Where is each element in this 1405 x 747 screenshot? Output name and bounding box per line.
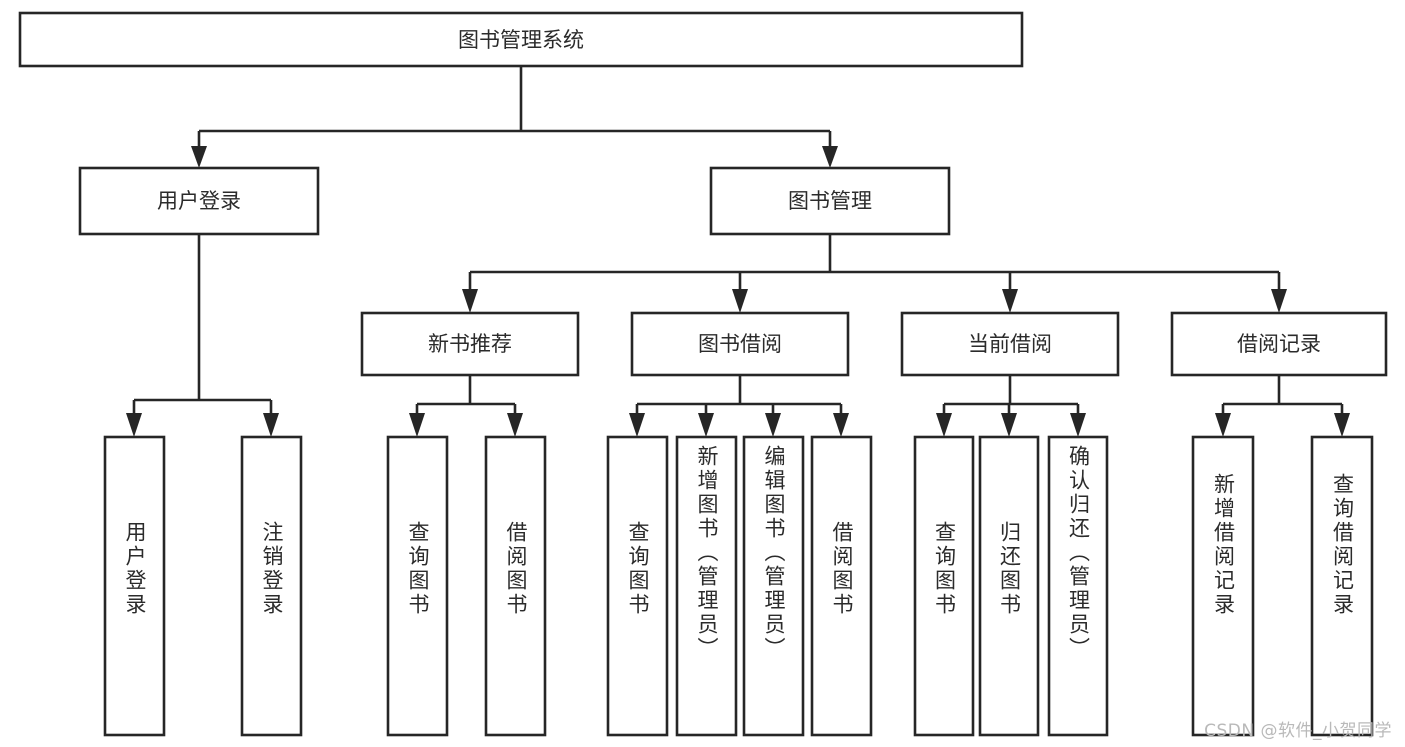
leaf-box-4[interactable] [484, 435, 547, 737]
arrowhead-login [191, 146, 207, 168]
arrowhead-leaf-11 [1070, 413, 1086, 437]
node-login-box[interactable] [78, 166, 320, 236]
leaf-boxes [103, 435, 1374, 737]
leaf-box-11[interactable] [1047, 435, 1109, 737]
node-borrow-box[interactable] [630, 311, 850, 377]
node-current-label: 当前借阅 [968, 332, 1052, 356]
node-borrow[interactable]: 图书借阅 [630, 311, 850, 377]
node-root-label: 图书管理系统 [458, 28, 584, 52]
leaf-box-1[interactable] [103, 435, 166, 737]
arrowhead-leaf-7 [765, 413, 781, 437]
node-newbook[interactable]: 新书推荐 [360, 311, 580, 377]
node-bookmgr[interactable]: 图书管理 [709, 166, 951, 236]
node-login[interactable]: 用户登录 [78, 166, 320, 236]
arrowhead-leaf-1 [126, 413, 142, 437]
arrowhead-leaf-8 [833, 413, 849, 437]
arrowhead-leaf-9 [936, 413, 952, 437]
node-root[interactable]: 图书管理系统 [18, 11, 1024, 68]
node-records-label: 借阅记录 [1237, 332, 1321, 356]
leaf-box-3[interactable] [386, 435, 449, 737]
node-login-label: 用户登录 [157, 189, 241, 213]
arrowhead-leaf-10 [1001, 413, 1017, 437]
node-newbook-box[interactable] [360, 311, 580, 377]
leaf-box-12[interactable] [1191, 435, 1255, 737]
node-current[interactable]: 当前借阅 [900, 311, 1120, 377]
leaf-box-8[interactable] [810, 435, 873, 737]
leaf-box-7[interactable] [742, 435, 805, 737]
leaf-box-10[interactable] [978, 435, 1040, 737]
arrowhead-records [1271, 289, 1287, 313]
arrowhead-bookmgr [822, 146, 838, 168]
node-bookmgr-box[interactable] [709, 166, 951, 236]
watermark-text: CSDN @软件_小贺同学 [1204, 721, 1392, 741]
node-root-box[interactable] [18, 11, 1024, 68]
arrowhead-borrow [732, 289, 748, 313]
node-borrow-label: 图书借阅 [698, 332, 782, 356]
leaf-box-2[interactable] [240, 435, 303, 737]
arrowhead-leaf-2 [263, 413, 279, 437]
node-records[interactable]: 借阅记录 [1170, 311, 1388, 377]
leaf-box-5[interactable] [606, 435, 669, 737]
arrowhead-leaf-6 [698, 413, 714, 437]
arrowhead-leaf-4 [507, 413, 523, 437]
node-bookmgr-label: 图书管理 [788, 189, 872, 213]
leaf-box-6[interactable] [675, 435, 738, 737]
arrowhead-newbook [462, 289, 478, 313]
leaf-box-9[interactable] [913, 435, 975, 737]
arrowhead-leaf-13 [1334, 413, 1350, 437]
leaf-box-13[interactable] [1310, 435, 1374, 737]
node-newbook-label: 新书推荐 [428, 332, 512, 356]
arrowhead-current [1002, 289, 1018, 313]
arrowhead-leaf-5 [629, 413, 645, 437]
node-current-box[interactable] [900, 311, 1120, 377]
arrowhead-leaf-12 [1215, 413, 1231, 437]
connectors [126, 66, 1350, 437]
node-records-box[interactable] [1170, 311, 1388, 377]
arrowhead-leaf-3 [409, 413, 425, 437]
